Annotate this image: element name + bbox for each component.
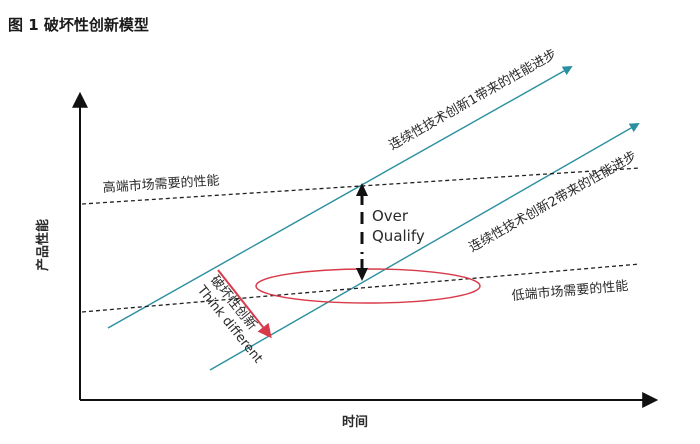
sustaining-2-label: 连续性技术创新2带来的性能进步 xyxy=(466,148,639,256)
qualify-label: Qualify xyxy=(372,227,425,245)
low-end-demand-label: 低端市场需要的性能 xyxy=(511,278,629,304)
intersection-ellipse xyxy=(255,268,481,304)
over-label: Over xyxy=(372,207,409,225)
over-qualify-arrow-down-icon xyxy=(356,268,368,281)
low-end-demand-line xyxy=(81,263,641,313)
over-qualify-arrow-up-icon xyxy=(356,183,368,196)
high-end-demand-line xyxy=(81,167,641,205)
disruptive-arrow xyxy=(217,269,272,339)
sustaining-1-label: 连续性技术创新1带来的性能进步 xyxy=(386,46,559,154)
sustaining-line-1 xyxy=(107,66,573,329)
sustaining-line-2 xyxy=(209,123,640,371)
high-end-demand-label: 高端市场需要的性能 xyxy=(102,172,220,196)
x-axis-label: 时间 xyxy=(342,414,368,430)
figure-title: 图 1 破坏性创新模型 xyxy=(8,16,149,34)
y-axis-label: 产品性能 xyxy=(35,219,51,271)
